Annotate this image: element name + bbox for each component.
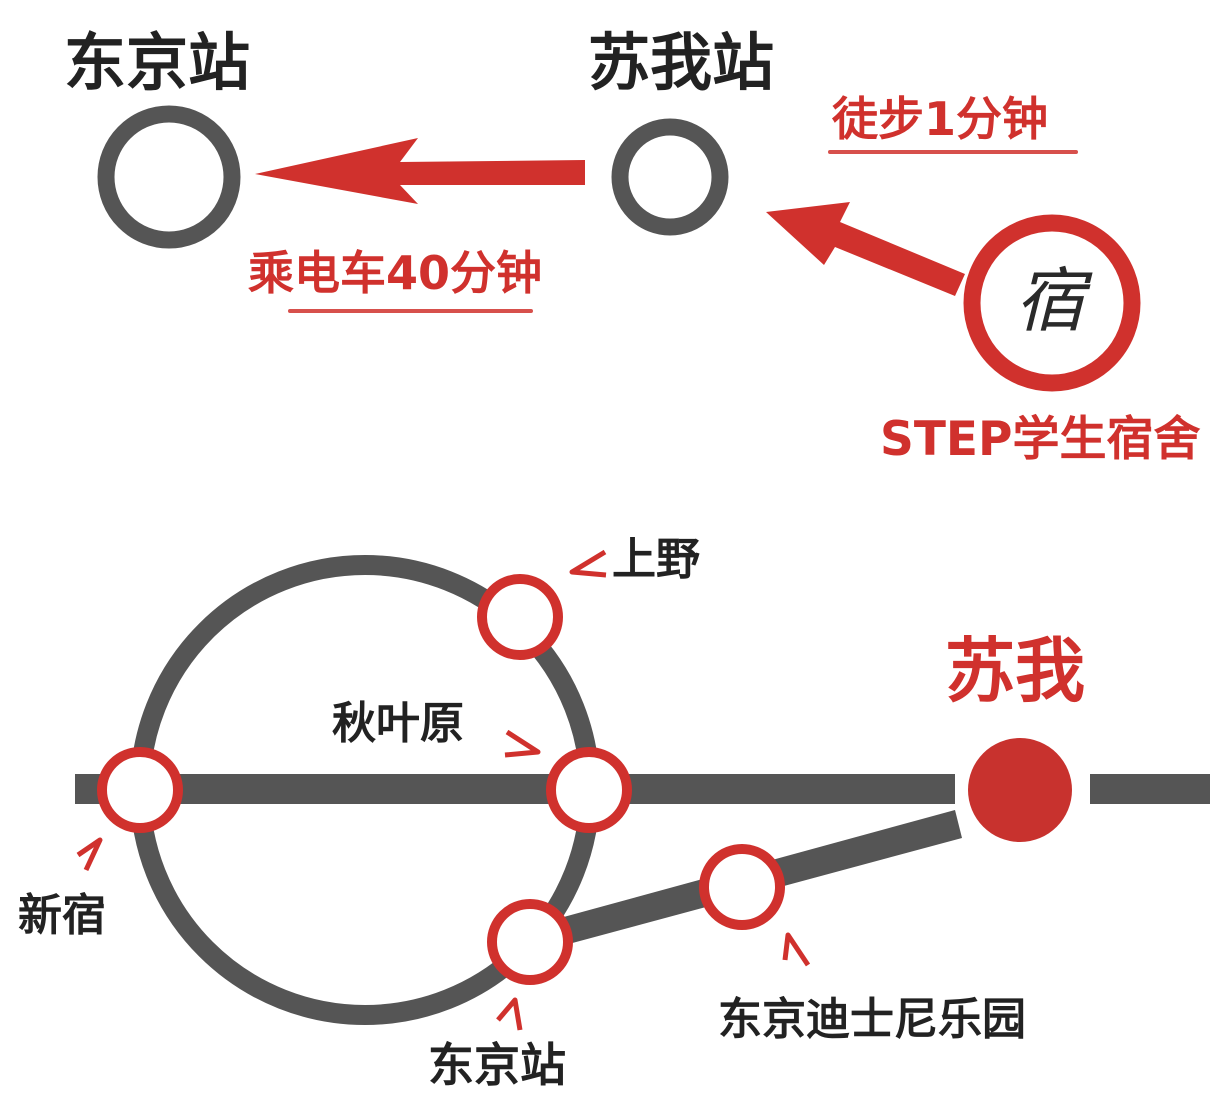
shinjuku-pointer-icon: [76, 837, 103, 872]
walk-arrow-icon: [766, 202, 965, 296]
soga-map-station-icon: [968, 738, 1072, 842]
shinjuku-station-icon: [97, 747, 183, 833]
soga-map-label: 苏我: [945, 630, 1085, 712]
tokyo-station-icon: [97, 105, 241, 249]
soga-station-title: 苏我站: [588, 26, 775, 99]
tokyo-station-title: 东京站: [64, 26, 251, 99]
akihabara-label: 秋叶原: [332, 698, 464, 749]
ueno-label: 上野: [612, 534, 700, 585]
ueno-pointer-icon: [569, 549, 607, 578]
horizontal-line-icon: [75, 774, 955, 804]
soga-station-icon: [611, 118, 729, 236]
ueno-station-icon: [477, 574, 563, 660]
tokyo-map-label: 东京站: [428, 1038, 566, 1092]
train-arrow-icon: [255, 138, 585, 204]
disney-station-icon: [699, 844, 785, 930]
horizontal-line-east-icon: [1090, 774, 1210, 804]
disney-pointer-icon: [782, 932, 811, 967]
dormitory-label: STEP学生宿舍: [880, 412, 1201, 467]
akihabara-pointer-icon: [504, 729, 541, 758]
train-time-underline: [288, 309, 533, 313]
disney-label: 东京迪士尼乐园: [718, 994, 1026, 1045]
dormitory-seal-icon: [963, 214, 1141, 392]
dormitory-seal-char: 宿: [1015, 260, 1085, 342]
walk-time-underline: [828, 150, 1078, 154]
akihabara-station-icon: [546, 747, 632, 833]
walk-time-label: 徒步1分钟: [832, 92, 1049, 146]
tokyo-map-station-icon: [487, 899, 573, 985]
tokyo-pointer-icon: [496, 997, 523, 1031]
train-time-label: 乘电车40分钟: [248, 246, 543, 300]
shinjuku-label: 新宿: [18, 890, 106, 941]
